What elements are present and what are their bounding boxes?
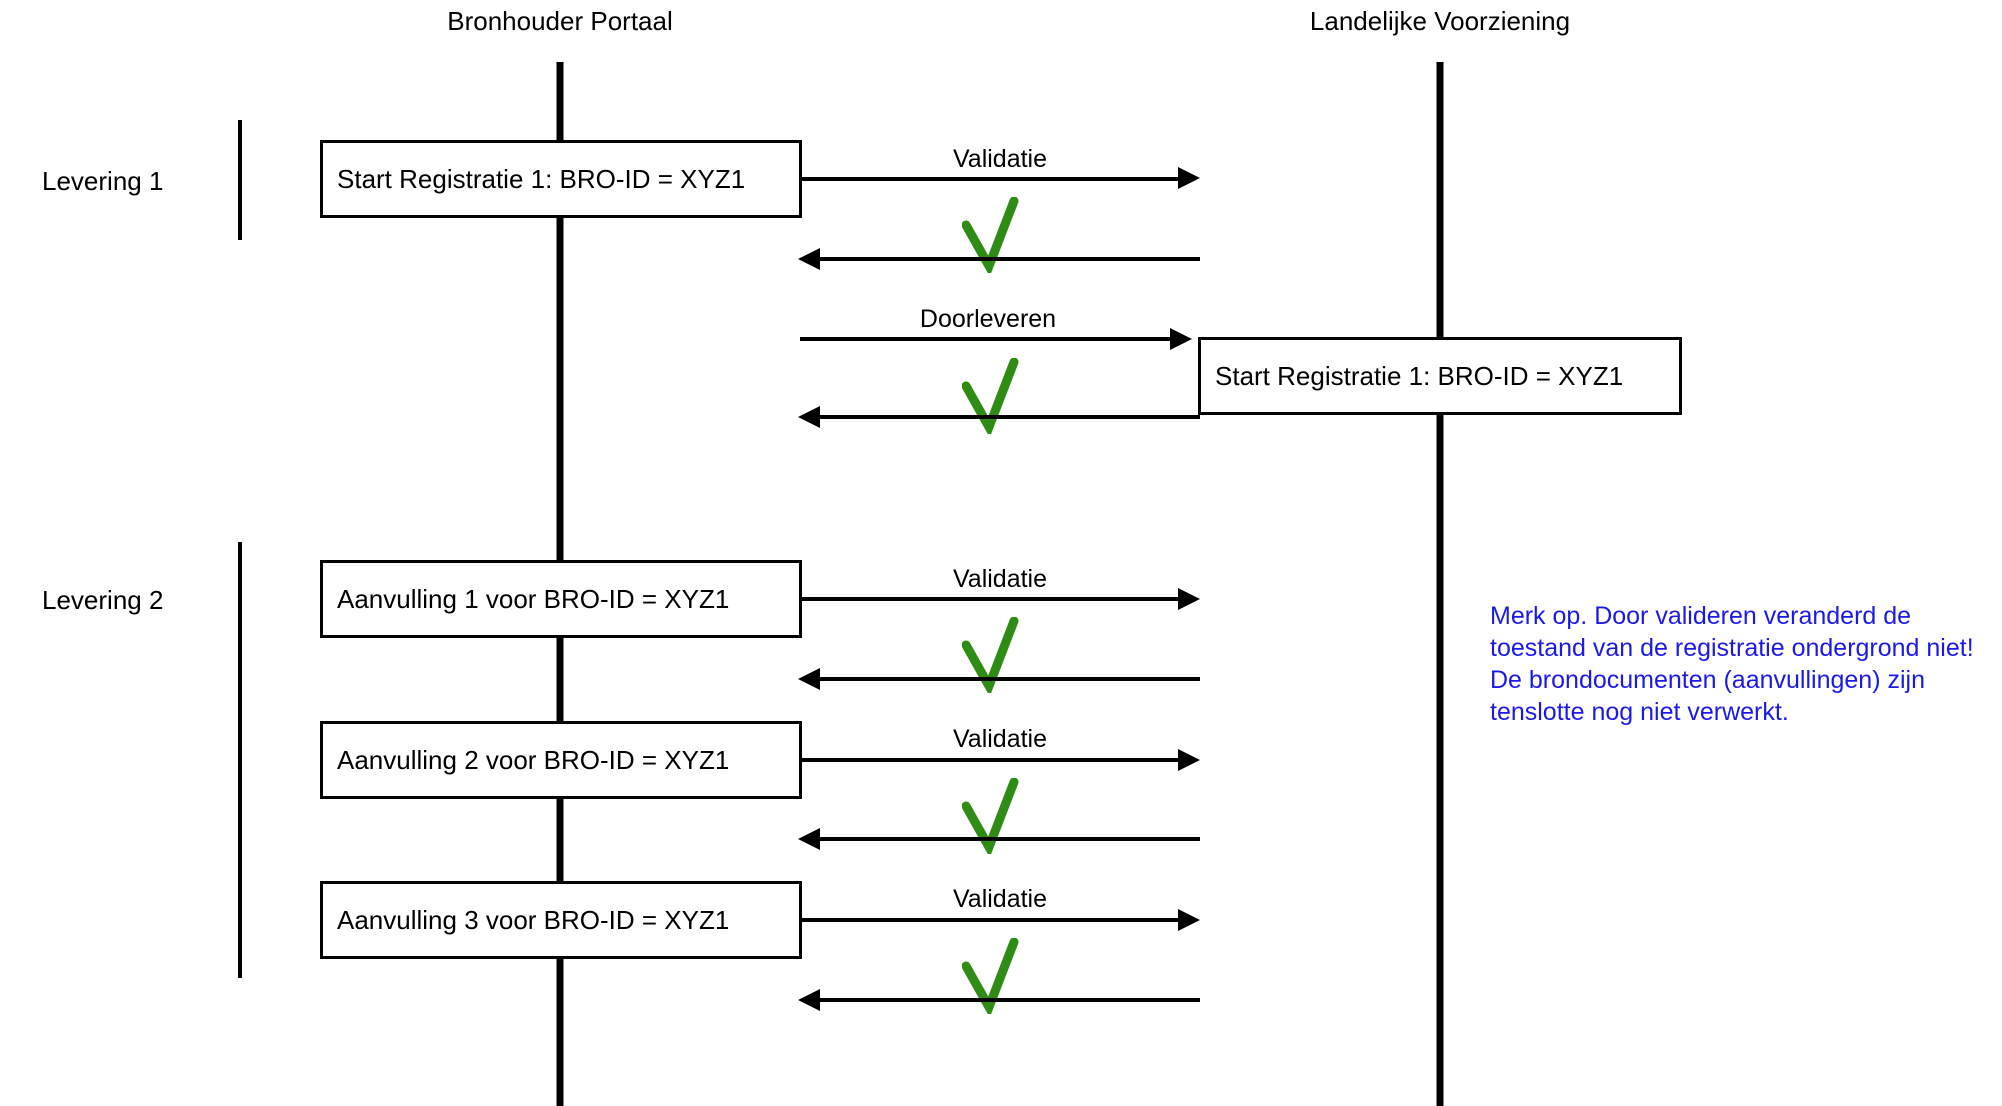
message-arrow-doorleveren: [800, 337, 1172, 341]
message-arrow-validatie-2-reply: [820, 677, 1200, 681]
lifeline-landelijke-voorziening: [1436, 62, 1444, 1106]
box-start-registratie-landelijke[interactable]: Start Registratie 1: BRO-ID = XYZ1: [1198, 337, 1682, 415]
phase-bracket-levering-2: [238, 542, 242, 978]
check-mark-icon-2: [962, 358, 1019, 434]
lifeline-header-landelijke-voorziening: Landelijke Voorziening: [1309, 6, 1571, 36]
box-aanvulling-3[interactable]: Aanvulling 3 voor BRO-ID = XYZ1: [320, 881, 802, 959]
arrow-head-left-icon: [798, 406, 820, 428]
check-mark-icon-3: [962, 617, 1019, 693]
arrow-head-right-icon: [1178, 588, 1200, 610]
arrow-head-right-icon: [1178, 167, 1200, 189]
note-validatie-text: Merk op. Door valideren veranderd de toe…: [1490, 602, 1974, 726]
arrow-head-right-icon: [1178, 749, 1200, 771]
message-arrow-validatie-1: [802, 177, 1180, 181]
arrow-head-left-icon: [798, 989, 820, 1011]
lifeline-header-bronhouder-portaal: Bronhouder Portaal: [447, 6, 673, 36]
message-arrow-validatie-3: [802, 758, 1180, 762]
check-mark-icon-4: [962, 778, 1019, 854]
box-start-registratie-bronhouder[interactable]: Start Registratie 1: BRO-ID = XYZ1: [320, 140, 802, 218]
message-arrow-validatie-2: [802, 597, 1180, 601]
arrow-head-right-icon: [1178, 909, 1200, 931]
message-arrow-validatie-3-reply: [820, 837, 1200, 841]
arrow-head-left-icon: [798, 828, 820, 850]
message-label-validatie-4: Validatie: [952, 885, 1048, 913]
phase-label-levering-1: Levering 1: [42, 166, 164, 196]
message-label-validatie-1: Validatie: [952, 145, 1048, 173]
check-mark-icon-1: [962, 197, 1019, 273]
message-arrow-doorleveren-reply: [820, 415, 1200, 419]
arrow-head-left-icon: [798, 248, 820, 270]
box-aanvulling-2[interactable]: Aanvulling 2 voor BRO-ID = XYZ1: [320, 721, 802, 799]
message-arrow-validatie-4: [802, 918, 1180, 922]
message-label-validatie-3: Validatie: [952, 725, 1048, 753]
arrow-head-left-icon: [798, 668, 820, 690]
check-mark-icon-5: [962, 938, 1019, 1014]
box-aanvulling-1[interactable]: Aanvulling 1 voor BRO-ID = XYZ1: [320, 560, 802, 638]
phase-label-levering-2: Levering 2: [42, 585, 164, 615]
phase-bracket-levering-1: [238, 120, 242, 240]
arrow-head-right-icon: [1170, 328, 1192, 350]
message-label-validatie-2: Validatie: [952, 565, 1048, 593]
message-arrow-validatie-4-reply: [820, 998, 1200, 1002]
message-arrow-validatie-1-reply: [820, 257, 1200, 261]
message-label-doorleveren: Doorleveren: [919, 305, 1057, 333]
